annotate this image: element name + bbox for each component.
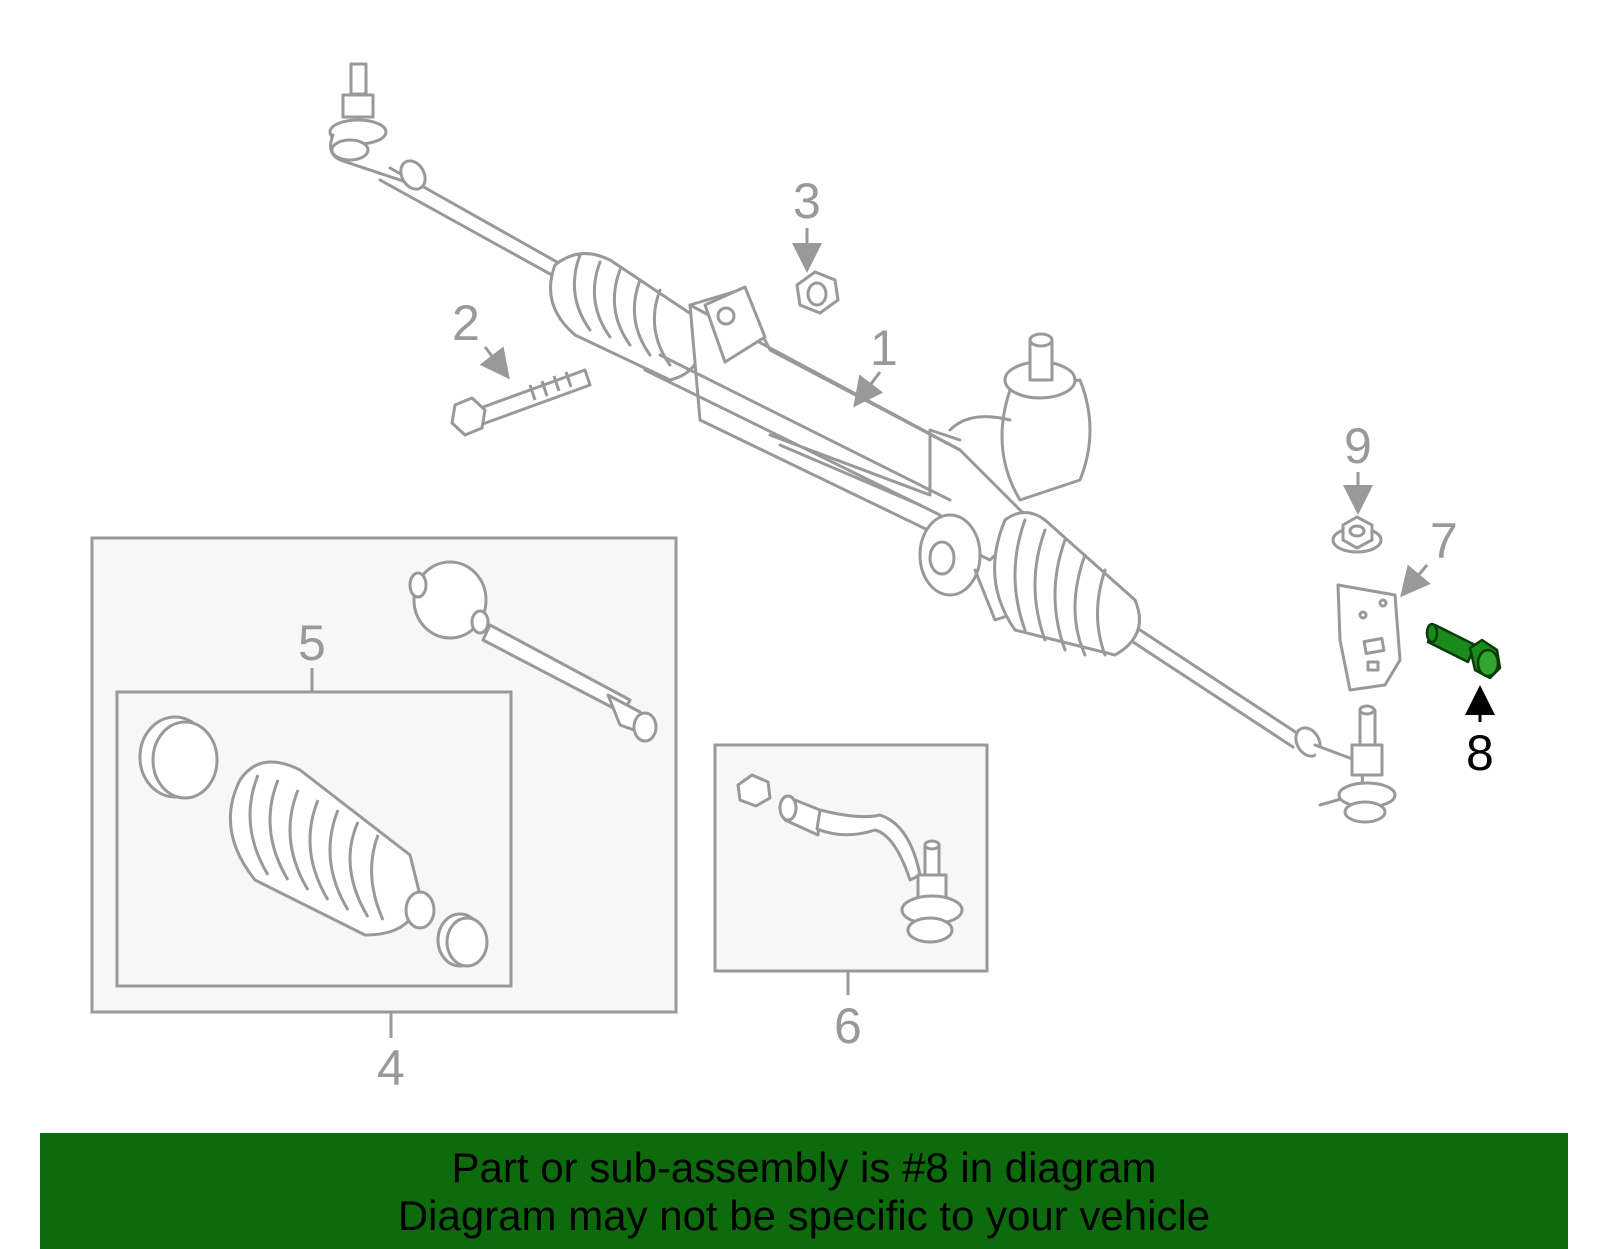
callout-1: 1 [870, 320, 898, 376]
rack-boot[interactable] [228, 760, 436, 937]
right-boot [993, 511, 1141, 657]
callout-6: 6 [834, 998, 862, 1054]
left-boot [549, 252, 704, 382]
callout-7: 7 [1430, 513, 1458, 569]
banner-line-2: Diagram may not be specific to your vehi… [397, 1192, 1211, 1239]
part-2-bolt[interactable] [450, 368, 592, 437]
banner-line-1: Part or sub-assembly is #8 in diagram [451, 1144, 1157, 1191]
part-7-bracket[interactable] [1336, 583, 1402, 692]
callout-5: 5 [298, 615, 326, 671]
boot-clamp[interactable] [138, 715, 219, 800]
leader-lines [310, 228, 1431, 1038]
steering-rack-assembly[interactable] [328, 62, 1397, 824]
info-banner: Part or sub-assembly is #8 in diagram Di… [40, 1133, 1568, 1249]
box-5-boot-kit [115, 690, 513, 988]
outer-tie-rod-end[interactable] [736, 773, 964, 944]
small-clamp[interactable] [436, 912, 489, 968]
callout-3: 3 [793, 173, 821, 229]
part-9-nut[interactable] [1331, 515, 1383, 554]
box-6-outer-tie-rod [713, 743, 989, 973]
callout-9: 9 [1344, 418, 1372, 474]
callout-4: 4 [377, 1040, 405, 1096]
part-8-bolt[interactable] [1425, 622, 1502, 680]
box-4-inner-tie-rod-kit [90, 536, 678, 1014]
callout-8: 8 [1466, 725, 1494, 781]
part-3-nut[interactable] [795, 270, 840, 315]
inner-tie-rod[interactable] [408, 560, 658, 743]
callout-2: 2 [452, 295, 480, 351]
parts-diagram: 1 2 3 4 5 6 7 8 9 [90, 62, 1502, 1096]
